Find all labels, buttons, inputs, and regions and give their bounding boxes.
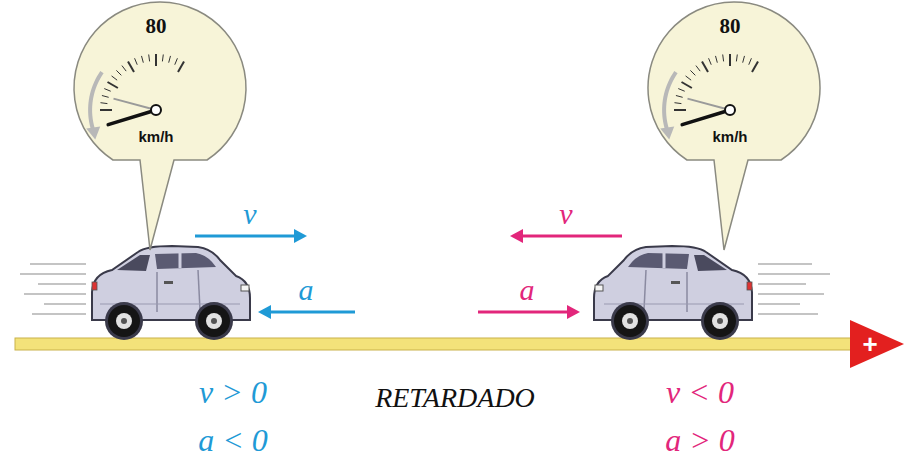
dial-tick — [122, 66, 126, 72]
dial-tick — [116, 70, 121, 75]
sign-condition: a > 0 — [665, 422, 735, 459]
dial-tick — [749, 58, 752, 64]
acceleration-arrow-left — [258, 305, 355, 319]
dial-tick — [135, 58, 138, 64]
dial-needle — [108, 110, 156, 125]
velocity-arrow-left — [195, 229, 307, 243]
dial-tick — [686, 76, 692, 80]
dial-face — [74, 2, 246, 250]
vector-label: v — [243, 197, 256, 231]
dial-tick — [682, 82, 692, 88]
vector-label: a — [299, 273, 314, 307]
motion-type-label: RETARDADO — [375, 382, 535, 414]
sign-condition: a < 0 — [198, 422, 268, 459]
dial-tick — [674, 102, 681, 104]
dial-tick — [112, 76, 118, 80]
dial-tick — [674, 109, 686, 111]
dial-tick — [128, 62, 134, 72]
deceleration-arrowhead — [86, 126, 100, 139]
dial-tick — [722, 54, 724, 61]
acceleration-arrow-right — [478, 305, 580, 319]
dial-face — [648, 2, 820, 250]
dial-tick — [104, 89, 110, 92]
dial-hub — [151, 105, 161, 115]
dial-tick — [169, 56, 171, 63]
dial-needle — [682, 110, 730, 125]
speed-unit: km/h — [712, 128, 747, 145]
dial-tick — [102, 96, 109, 98]
dial-hub — [725, 105, 735, 115]
vector-label: v — [559, 197, 572, 231]
axis-arrowhead — [850, 320, 904, 368]
dial-tick — [155, 54, 157, 66]
dial-tick — [678, 89, 684, 92]
dial-tick — [162, 54, 164, 61]
axis-sign: + — [862, 329, 877, 360]
dial-tick — [709, 58, 712, 64]
sign-condition: v < 0 — [666, 374, 734, 411]
dial-tick — [743, 56, 745, 63]
speed-value: 80 — [146, 14, 167, 39]
dial-tick — [696, 66, 700, 72]
dial-tick — [676, 96, 683, 98]
deceleration-arrowhead — [660, 126, 674, 139]
sign-condition: v > 0 — [199, 374, 267, 411]
dial-tick — [736, 54, 738, 61]
deceleration-arc — [90, 72, 102, 130]
dial-needle-previous — [687, 99, 730, 110]
vector-label: a — [520, 273, 535, 307]
dial-tick — [716, 56, 718, 63]
deceleration-arc — [664, 72, 676, 130]
dial-tick — [702, 62, 708, 72]
dial-ticks — [674, 54, 758, 110]
speedometer-callout: 80 km/h — [648, 2, 820, 252]
road-axis — [15, 338, 857, 350]
dial-tick — [690, 70, 695, 75]
velocity-arrow-right — [510, 229, 622, 243]
speedometer-callout: 80 km/h — [74, 2, 246, 252]
speedometer-outline — [648, 2, 820, 252]
dial-tick — [142, 56, 144, 63]
dial-tick — [100, 109, 112, 111]
car-right — [594, 246, 752, 340]
dial-tick — [752, 62, 758, 72]
speed-value: 80 — [720, 14, 741, 39]
dial-tick — [729, 54, 731, 66]
car-left — [92, 246, 250, 340]
dial-tick — [175, 58, 178, 64]
dial-tick — [100, 102, 107, 104]
dial-tick — [178, 62, 184, 72]
speed-unit: km/h — [138, 128, 173, 145]
dial-ticks — [100, 54, 184, 110]
speedometer-outline — [74, 2, 246, 252]
dial-tick — [148, 54, 150, 61]
dial-tick — [108, 82, 118, 88]
dial-needle-previous — [113, 99, 156, 110]
